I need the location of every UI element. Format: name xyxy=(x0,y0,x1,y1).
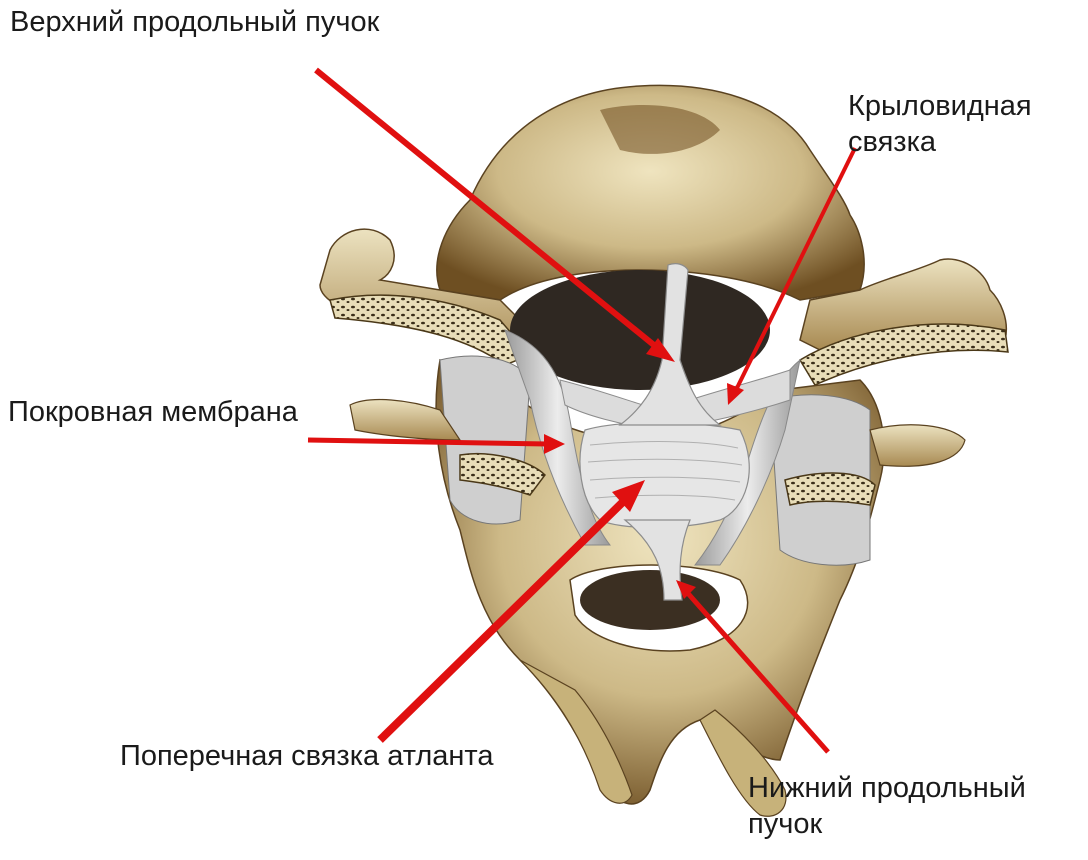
transverse-ligament xyxy=(580,423,749,528)
label-tectorial-text: Покровная мембрана xyxy=(8,394,298,430)
right-transverse-process xyxy=(870,425,965,466)
label-alar-line1: Крыловидная xyxy=(848,88,1032,124)
label-transverse-ligament: Поперечная связка атланта xyxy=(120,738,494,774)
label-upper-longitudinal-fascicle: Верхний продольный пучок xyxy=(10,4,379,40)
label-tectorial-membrane: Покровная мембрана xyxy=(8,394,298,430)
dens-shadow xyxy=(580,570,720,630)
label-alar-line2: связка xyxy=(848,124,1032,160)
label-lower-longitudinal-fascicle: Нижний продольный пучок xyxy=(748,770,1026,843)
label-lower-line1: Нижний продольный xyxy=(748,770,1026,806)
label-lower-line2: пучок xyxy=(748,806,1026,842)
right-lower-spongy xyxy=(785,473,875,505)
label-upper-longitudinal-text: Верхний продольный пучок xyxy=(10,4,379,40)
label-transverse-text: Поперечная связка атланта xyxy=(120,738,494,774)
label-alar-ligament: Крыловидная связка xyxy=(848,88,1032,161)
